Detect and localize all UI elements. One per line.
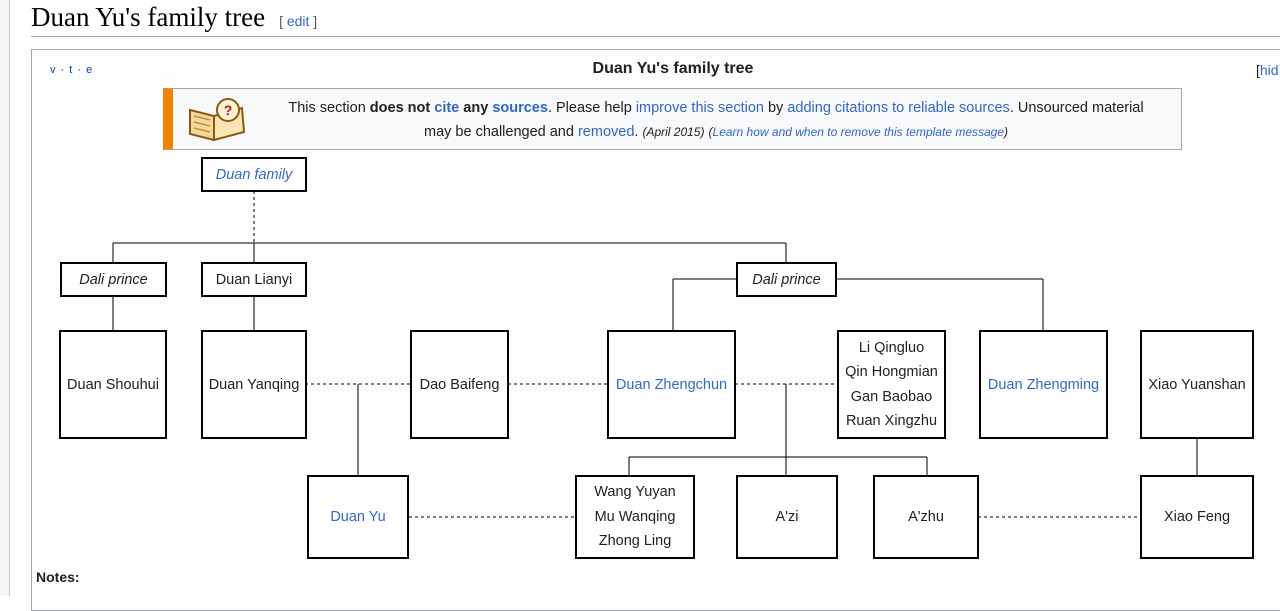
edit-template-link[interactable]: e	[86, 64, 94, 76]
node-duan-shouhui: Duan Shouhui	[59, 330, 167, 439]
notice-text-5: may be challenged and	[423, 124, 574, 140]
node-lovers: Li Qingluo Qin Hongmian Gan Baobao Ruan …	[837, 330, 946, 439]
lover-name: Qin Hongmian	[845, 364, 938, 380]
heading-rule	[31, 36, 1280, 37]
notes-label: Notes:	[36, 569, 80, 585]
duan-family-link[interactable]: Duan family	[215, 166, 293, 183]
node-azi: A'zi	[736, 475, 838, 559]
adding-citations-link[interactable]: adding citations to reliable sources	[787, 100, 1010, 116]
unsourced-notice	[163, 88, 1182, 150]
section-title: Duan Yu's family tree	[31, 2, 266, 32]
node-duan-zhengchun: Duan Zhengchun	[607, 330, 736, 439]
node-duan-yu: Duan Yu	[307, 475, 409, 559]
duan-yu-link[interactable]: Duan Yu	[330, 509, 386, 525]
learn-remove-link[interactable]: Learn how and when to remove this templa…	[712, 125, 1005, 139]
node-xiao-yuanshan: Xiao Yuanshan	[1140, 330, 1254, 439]
svg-text:?: ?	[224, 102, 233, 118]
section-heading: Duan Yu's family tree [ edit ]	[31, 2, 317, 33]
book-question-icon: ?	[189, 98, 246, 142]
notice-bold-1: does not	[369, 100, 431, 116]
daughter-name: Zhong Ling	[598, 533, 672, 550]
vte-links: v · t · e	[50, 64, 94, 76]
hide-link[interactable]: hid	[1259, 62, 1279, 78]
lover-name: Gan Baobao	[850, 388, 933, 405]
node-dali-prince-2: Dali prince	[736, 262, 837, 297]
notice-bold-2: any	[463, 100, 489, 116]
notice-date: (April 2015)	[642, 125, 705, 139]
tree-connectors	[112, 191, 1198, 518]
notice-text-4: . Unsourced material	[1009, 100, 1144, 116]
cite-link[interactable]: cite	[434, 100, 459, 116]
lover-name: Li Qingluo	[858, 339, 925, 356]
notice-text-1: This section	[288, 100, 366, 116]
navbox-title: Duan Yu's family tree	[592, 60, 754, 77]
removed-link[interactable]: removed	[577, 124, 635, 140]
improve-section-link[interactable]: improve this section	[635, 100, 764, 116]
page-left-rule	[0, 0, 10, 596]
notice-text: This section does not cite any sources. …	[288, 100, 1144, 140]
cite-label: cite	[434, 100, 460, 116]
lover-name: Ruan Xingzhu	[845, 413, 938, 429]
edit-link[interactable]: edit	[286, 13, 310, 29]
duan-zhengming-link[interactable]: Duan Zhengming	[987, 376, 1100, 393]
duan-zhengchun-link[interactable]: Duan Zhengchun	[615, 376, 728, 393]
view-template-link[interactable]: v	[50, 64, 57, 76]
node-daughters: Wang Yuyan Mu Wanqing Zhong Ling	[575, 475, 695, 559]
node-dali-prince-1: Dali prince	[60, 262, 167, 297]
daughter-name: Wang Yuyan	[594, 484, 676, 501]
node-xiao-feng: Xiao Feng	[1140, 475, 1254, 559]
sources-link[interactable]: sources	[492, 100, 548, 116]
sources-label: sources	[492, 100, 548, 116]
node-duan-zhengming: Duan Zhengming	[979, 330, 1108, 439]
talk-template-link[interactable]: t	[69, 64, 74, 76]
edit-section: [ edit ]	[279, 13, 318, 29]
hide-toggle[interactable]: [hid	[1256, 62, 1279, 78]
node-dao-baifeng: Dao Baifeng	[410, 330, 509, 439]
node-azhu: A'zhu	[873, 475, 979, 559]
node-duan-family: Duan family	[201, 157, 307, 192]
node-duan-lianyi: Duan Lianyi	[201, 262, 307, 297]
notice-text-3: by	[767, 100, 784, 116]
node-duan-yanqing: Duan Yanqing	[201, 330, 307, 439]
notice-text-2: . Please help	[547, 100, 632, 116]
daughter-name: Mu Wanqing	[594, 508, 676, 525]
